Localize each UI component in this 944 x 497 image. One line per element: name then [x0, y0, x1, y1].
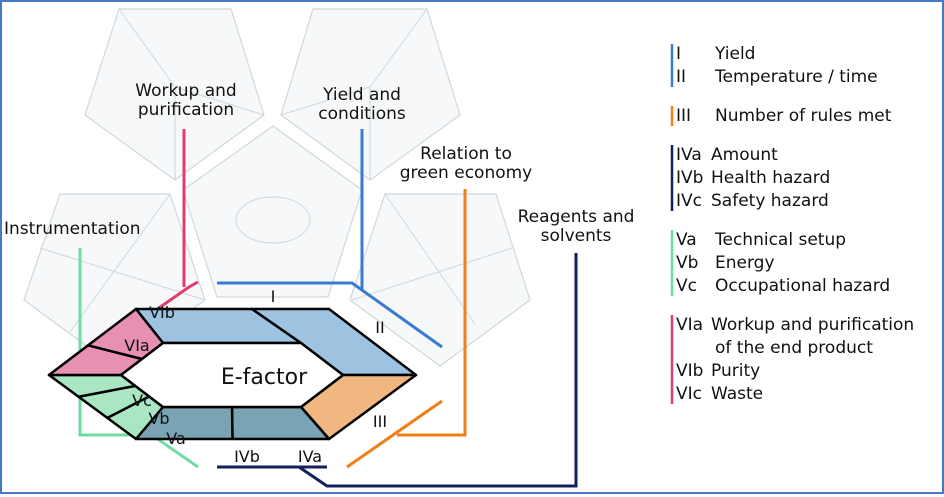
pentagon-green: [349, 193, 531, 367]
legend-code: I: [676, 44, 681, 64]
legend-description: Number of rules met: [715, 106, 892, 126]
e-factor-hexagon: [47, 307, 418, 441]
segment-label-ii: II: [375, 318, 384, 337]
legend-description: Purity: [711, 361, 760, 381]
segment-label-va: Va: [166, 429, 186, 448]
segment-label-iii: III: [373, 412, 387, 431]
legend-code: IVc: [676, 191, 702, 211]
legend-code: III: [676, 106, 691, 126]
legend-description: Temperature / time: [714, 67, 878, 87]
legend-code: VIb: [676, 361, 703, 381]
category-label-green-1: Relation to: [420, 144, 512, 164]
pentagon-center: [182, 125, 363, 298]
legend-code: Vc: [676, 276, 697, 296]
connector-yield: [217, 129, 443, 349]
segment-label-vc: Vc: [132, 391, 152, 410]
category-label-reagents-2: solvents: [541, 226, 612, 246]
legend-description: of the end product: [715, 338, 873, 358]
connector-green: [346, 189, 467, 469]
legend-code: IVb: [676, 168, 703, 188]
segment-label-via: VIa: [124, 336, 149, 355]
legend-code: IVa: [676, 145, 702, 165]
segment-label-vb: Vb: [148, 409, 169, 428]
legend-description: Safety hazard: [711, 191, 829, 211]
legend-description: Technical setup: [714, 230, 846, 250]
legend-description: Occupational hazard: [715, 276, 890, 296]
segment-label-i: I: [271, 287, 276, 306]
segment-label-vib: VIb: [149, 303, 175, 322]
legend-description: Amount: [711, 145, 778, 165]
legend-code: Va: [676, 230, 697, 250]
category-label-workup-1: Workup and: [135, 81, 236, 101]
legend-code: II: [676, 67, 686, 87]
category-label-reagents-1: Reagents and: [518, 207, 635, 227]
legend-description: Energy: [715, 253, 775, 273]
legend-description: Yield: [714, 44, 755, 64]
category-label-yield-1: Yield and: [322, 85, 401, 105]
center-label: E-factor: [221, 365, 308, 390]
legend-description: Waste: [711, 384, 763, 404]
category-label-green-2: green economy: [400, 163, 533, 183]
legend-code: VIa: [676, 315, 703, 335]
category-label-yield-2: conditions: [318, 104, 406, 124]
segment-label-ivb: IVb: [234, 447, 260, 466]
center-hole: [119, 341, 345, 409]
legend-code: Vb: [676, 253, 698, 273]
category-labels: Workup and purification Yield and condit…: [4, 81, 634, 246]
category-label-workup-2: purification: [138, 100, 234, 120]
category-label-instrumentation: Instrumentation: [4, 219, 141, 239]
segment-label-iva: IVa: [298, 447, 322, 466]
legend-description: Workup and purification: [711, 315, 914, 335]
legend-code: VIc: [676, 384, 702, 404]
background-pentagons: [23, 8, 531, 367]
legend-description: Health hazard: [711, 168, 830, 188]
connector-reagents: [217, 253, 578, 488]
